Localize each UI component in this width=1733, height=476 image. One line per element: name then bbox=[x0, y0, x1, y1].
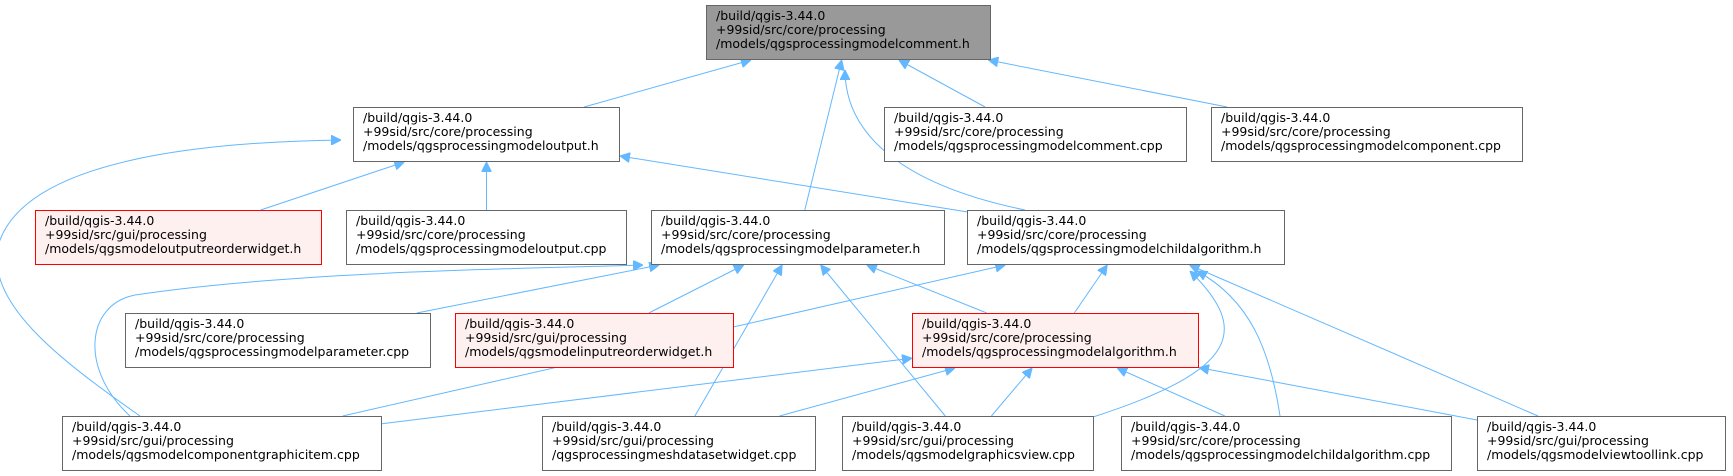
node-label-line: +99sid/src/gui/processing bbox=[45, 227, 207, 242]
node-label-line: +99sid/src/gui/processing bbox=[852, 433, 1014, 448]
node-label-line: /models/qgsprocessingmodelchildalgorithm… bbox=[977, 241, 1262, 256]
node-modelcomment_cpp[interactable]: /build/qgis-3.44.0+99sid/src/core/proces… bbox=[884, 107, 1187, 162]
node-label-line: /models/qgsmodelinputreorderwidget.h bbox=[465, 344, 713, 359]
node-label-line: /qgsprocessingmeshdatasetwidget.cpp bbox=[552, 447, 797, 462]
node-outputreorder_h[interactable]: /build/qgis-3.44.0+99sid/src/gui/process… bbox=[35, 210, 322, 265]
node-modelparameter_cpp[interactable]: /build/qgis-3.44.0+99sid/src/core/proces… bbox=[125, 313, 431, 368]
node-label-line: /build/qgis-3.44.0 bbox=[977, 213, 1087, 228]
node-label-line: /build/qgis-3.44.0 bbox=[922, 316, 1032, 331]
edge-meshdataset_cpp-to-modelalg_h bbox=[779, 368, 956, 417]
node-label-line: +99sid/src/core/processing bbox=[356, 227, 526, 242]
node-label-line: +99sid/src/core/processing bbox=[1131, 433, 1301, 448]
node-modeloutput_cpp[interactable]: /build/qgis-3.44.0+99sid/src/core/proces… bbox=[346, 210, 627, 265]
node-label-line: /build/qgis-3.44.0 bbox=[552, 419, 662, 434]
node-label-line: /build/qgis-3.44.0 bbox=[852, 419, 962, 434]
edge-modelcomment_cpp-to-root bbox=[899, 60, 986, 108]
node-label-line: /models/qgsprocessingmodelcomment.cpp bbox=[894, 138, 1163, 153]
edge-viewtoollink_cpp-to-modelalg_h bbox=[1199, 368, 1478, 421]
node-label-line: /build/qgis-3.44.0 bbox=[72, 419, 182, 434]
node-label-line: /models/qgsprocessingmodelalgorithm.h bbox=[922, 344, 1177, 359]
node-childalg_cpp[interactable]: /build/qgis-3.44.0+99sid/src/core/proces… bbox=[1121, 416, 1452, 471]
node-label-line: +99sid/src/core/processing bbox=[135, 330, 305, 345]
node-label-line: /build/qgis-3.44.0 bbox=[1487, 419, 1597, 434]
node-label-line: /models/qgsprocessingmodelchildalgorithm… bbox=[1131, 447, 1431, 462]
edge-componentgraphic_cpp-to-modelalg_h bbox=[381, 358, 912, 425]
node-label-line: +99sid/src/gui/processing bbox=[1487, 433, 1649, 448]
node-viewtoollink_cpp[interactable]: /build/qgis-3.44.0+99sid/src/gui/process… bbox=[1477, 416, 1726, 471]
edge-inputreorder_h-to-modelparameter_h bbox=[648, 265, 744, 314]
node-label-line: /models/qgsprocessingmodelcomment.h bbox=[716, 36, 970, 51]
edge-modelparameter_cpp-to-modelparameter_h bbox=[416, 265, 659, 314]
node-label-line: +99sid/src/gui/processing bbox=[72, 433, 234, 448]
edge-modelalg_h-to-childalg_h bbox=[1073, 265, 1107, 314]
edge-childalg_cpp-to-childalg_h bbox=[1197, 271, 1281, 417]
node-label-line: /build/qgis-3.44.0 bbox=[1131, 419, 1241, 434]
node-graphicsview_cpp[interactable]: /build/qgis-3.44.0+99sid/src/gui/process… bbox=[842, 416, 1094, 471]
node-label-line: /models/qgsmodelgraphicsview.cpp bbox=[852, 447, 1075, 462]
edge-childalg_h-to-root bbox=[845, 70, 1026, 211]
edge-componentgraphic_cpp-to-modeloutput_h bbox=[0, 140, 341, 417]
edge-componentgraphic_cpp-to-modelparameter_h bbox=[94, 265, 643, 417]
edge-modeloutput_h-to-root bbox=[583, 60, 751, 108]
node-label-line: /build/qgis-3.44.0 bbox=[894, 110, 1004, 125]
node-inputreorder_h[interactable]: /build/qgis-3.44.0+99sid/src/gui/process… bbox=[455, 313, 734, 368]
node-label-line: /models/qgsprocessingmodelcomponent.cpp bbox=[1221, 138, 1501, 153]
node-label-line: +99sid/src/core/processing bbox=[922, 330, 1092, 345]
node-label-line: /build/qgis-3.44.0 bbox=[135, 316, 245, 331]
node-label-line: +99sid/src/core/processing bbox=[661, 227, 831, 242]
node-modelparameter_h[interactable]: /build/qgis-3.44.0+99sid/src/core/proces… bbox=[651, 210, 945, 265]
node-label-line: /build/qgis-3.44.0 bbox=[716, 8, 826, 23]
edge-meshdataset_cpp-to-modelparameter_h bbox=[694, 265, 782, 417]
edge-childalg_cpp-to-modelalg_h bbox=[1117, 368, 1226, 417]
node-label-line: /build/qgis-3.44.0 bbox=[1221, 110, 1331, 125]
node-label-line: +99sid/src/gui/processing bbox=[465, 330, 627, 345]
node-label-line: /build/qgis-3.44.0 bbox=[465, 316, 575, 331]
edge-outputreorder_h-to-modeloutput_h bbox=[260, 162, 405, 211]
edge-modelalg_h-to-modelparameter_h bbox=[867, 265, 987, 314]
node-label-line: +99sid/src/core/processing bbox=[1221, 124, 1391, 139]
node-label-line: /models/qgsmodelcomponentgraphicitem.cpp bbox=[72, 447, 360, 462]
node-label-line: /build/qgis-3.44.0 bbox=[661, 213, 771, 228]
node-modelcomponent_cpp[interactable]: /build/qgis-3.44.0+99sid/src/core/proces… bbox=[1211, 107, 1523, 162]
node-label-line: +99sid/src/core/processing bbox=[977, 227, 1147, 242]
edge-modelparameter_h-to-root bbox=[804, 60, 842, 211]
node-label-line: +99sid/src/core/processing bbox=[363, 124, 533, 139]
node-meshdataset_cpp[interactable]: /build/qgis-3.44.0+99sid/src/gui/process… bbox=[542, 416, 816, 471]
node-label-line: /build/qgis-3.44.0 bbox=[45, 213, 155, 228]
node-root: /build/qgis-3.44.0+99sid/src/core/proces… bbox=[706, 5, 991, 60]
node-label-line: +99sid/src/core/processing bbox=[716, 22, 886, 37]
node-label-line: /models/qgsprocessingmodelparameter.h bbox=[661, 241, 921, 256]
node-modelalg_h[interactable]: /build/qgis-3.44.0+99sid/src/core/proces… bbox=[912, 313, 1199, 368]
node-componentgraphic_cpp[interactable]: /build/qgis-3.44.0+99sid/src/gui/process… bbox=[62, 416, 382, 471]
node-label-line: +99sid/src/core/processing bbox=[894, 124, 1064, 139]
node-label-line: /models/qgsmodelviewtoollink.cpp bbox=[1487, 447, 1704, 462]
edge-graphicsview_cpp-to-modelalg_h bbox=[991, 368, 1032, 417]
node-label-line: /models/qgsprocessingmodeloutput.h bbox=[363, 138, 599, 153]
node-childalg_h[interactable]: /build/qgis-3.44.0+99sid/src/core/proces… bbox=[967, 210, 1285, 265]
edge-viewtoollink_cpp-to-childalg_h bbox=[1190, 265, 1539, 417]
edge-graphicsview_cpp-to-childalg_h bbox=[1089, 271, 1225, 419]
node-label-line: /models/qgsmodeloutputreorderwidget.h bbox=[45, 241, 302, 256]
node-modeloutput_h[interactable]: /build/qgis-3.44.0+99sid/src/core/proces… bbox=[353, 107, 620, 162]
edge-graphicsview_cpp-to-modelparameter_h bbox=[821, 265, 946, 417]
edge-modelcomponent_cpp-to-root bbox=[988, 60, 1228, 108]
node-label-line: /models/qgsprocessingmodeloutput.cpp bbox=[356, 241, 607, 256]
edge-childalg_h-to-modeloutput_h bbox=[620, 156, 968, 213]
node-label-line: +99sid/src/gui/processing bbox=[552, 433, 714, 448]
node-label-line: /models/qgsprocessingmodelparameter.cpp bbox=[135, 344, 410, 359]
node-label-line: /build/qgis-3.44.0 bbox=[356, 213, 466, 228]
node-label-line: /build/qgis-3.44.0 bbox=[363, 110, 473, 125]
